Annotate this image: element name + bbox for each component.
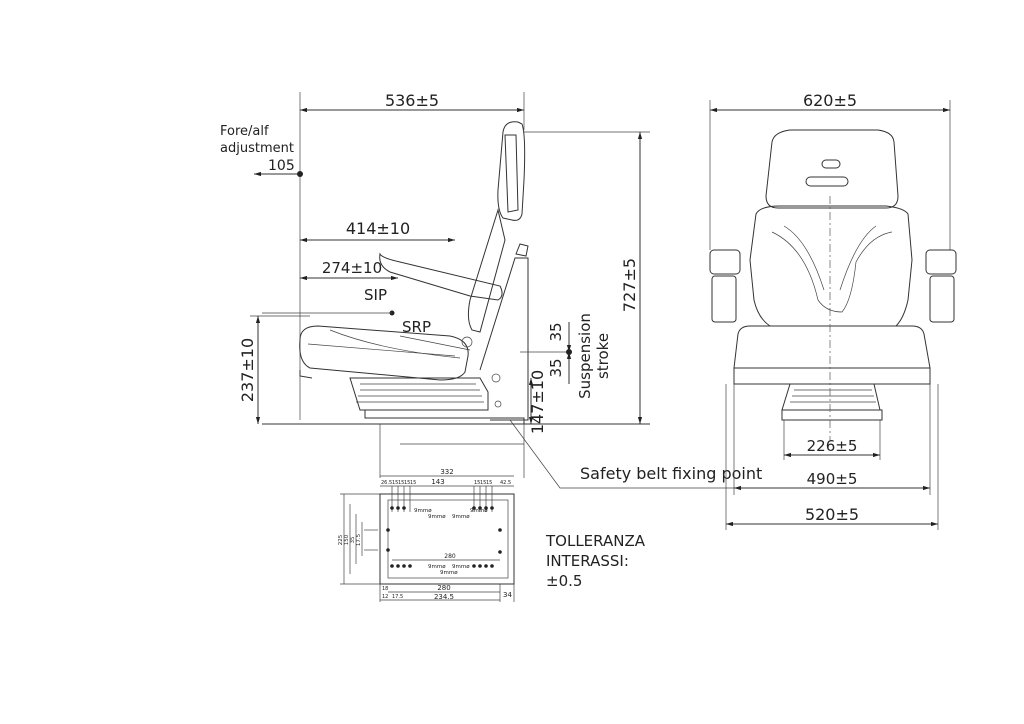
suspension-label-line2: stroke [594,333,612,379]
mounting-plate: 332 143 26.5 15 15 15 15 15 15 15 42.5 9… [338,468,515,602]
top-total: 332 [440,468,453,476]
hole-label-2: 9mmø [428,514,446,520]
top-small-6: 15 [480,480,486,486]
rail-width-value: 490±5 [807,470,858,488]
top-small-7: 15 [486,480,492,486]
left-dim-0: 225 [338,534,344,545]
sip-label: SIP [364,286,387,304]
top-span: 143 [431,478,444,486]
left-dim-1: 150 [344,534,350,545]
safety-belt-leader [509,419,755,489]
stroke-up-value: 35 [547,322,565,341]
stroke-down-value: 35 [547,358,565,377]
left-dim-3: 17.5 [356,533,362,546]
safety-belt-label: Safety belt fixing point [580,464,762,483]
top-small-3: 15 [404,480,410,486]
bottom-mid: 280 [437,584,450,592]
tolerance-line3: ±0.5 [546,572,582,590]
seat-front-drawing [709,129,957,440]
base-width-value: 226±5 [807,437,858,455]
hole-label-3: 9mmø [452,514,470,520]
plate-outline [379,493,515,585]
hole-label-7: 9mmø [440,570,458,576]
side-view: 536±5 Fore/alf adjustment 105 414±10 274… [220,91,762,489]
bottom-left-a: 18 [382,586,388,592]
srp-label: SRP [402,318,431,336]
top-small-1: 15 [392,480,398,486]
tolerance-note: TOLLERANZA INTERASSI: ±0.5 [545,532,646,590]
fore-aft-value: 105 [268,158,295,174]
overall-width-value: 620±5 [803,91,857,110]
top-small-2: 15 [398,480,404,486]
tolerance-line2: INTERASSI: [546,552,629,570]
cushion-depth-value: 414±10 [346,219,410,238]
hole-label-1: 9mmø [414,508,432,514]
total-width-value: 520±5 [805,505,859,524]
bottom-left-b: 12 [382,594,388,600]
suspension-label-line1: Suspension [576,313,594,399]
hole-label-4: 9mmø [470,508,488,514]
top-small-0: 26.5 [381,480,392,486]
fore-aft-point [297,171,303,177]
bottom-left-c: 17.5 [392,594,403,600]
hole-label-5: 9mmø [428,564,446,570]
top-small-8: 42.5 [500,480,511,486]
tolerance-line1: TOLLERANZA [545,532,646,550]
hole-label-6: 9mmø [452,564,470,570]
top-small-4: 15 [410,480,416,486]
top-small-5: 15 [474,480,480,486]
fore-aft-label-line2: adjustment [220,141,294,156]
overall-depth-value: 536±5 [385,91,439,110]
base-height-value: 147±10 [528,370,547,434]
inner-span: 280 [444,553,456,560]
overall-height-value: 727±5 [620,258,639,312]
bottom-right: 34 [503,591,512,599]
left-dim-2: 35 [350,536,356,543]
fore-aft-label-line1: Fore/alf [220,124,269,139]
seat-side-drawing [299,121,529,424]
bottom-span: 234.5 [434,593,454,601]
sip-distance-value: 274±10 [322,259,382,277]
stroke-mid-point [566,349,572,355]
seat-height-value: 237±10 [238,338,257,402]
front-view: 620±5 226±5 490±5 [709,91,957,530]
